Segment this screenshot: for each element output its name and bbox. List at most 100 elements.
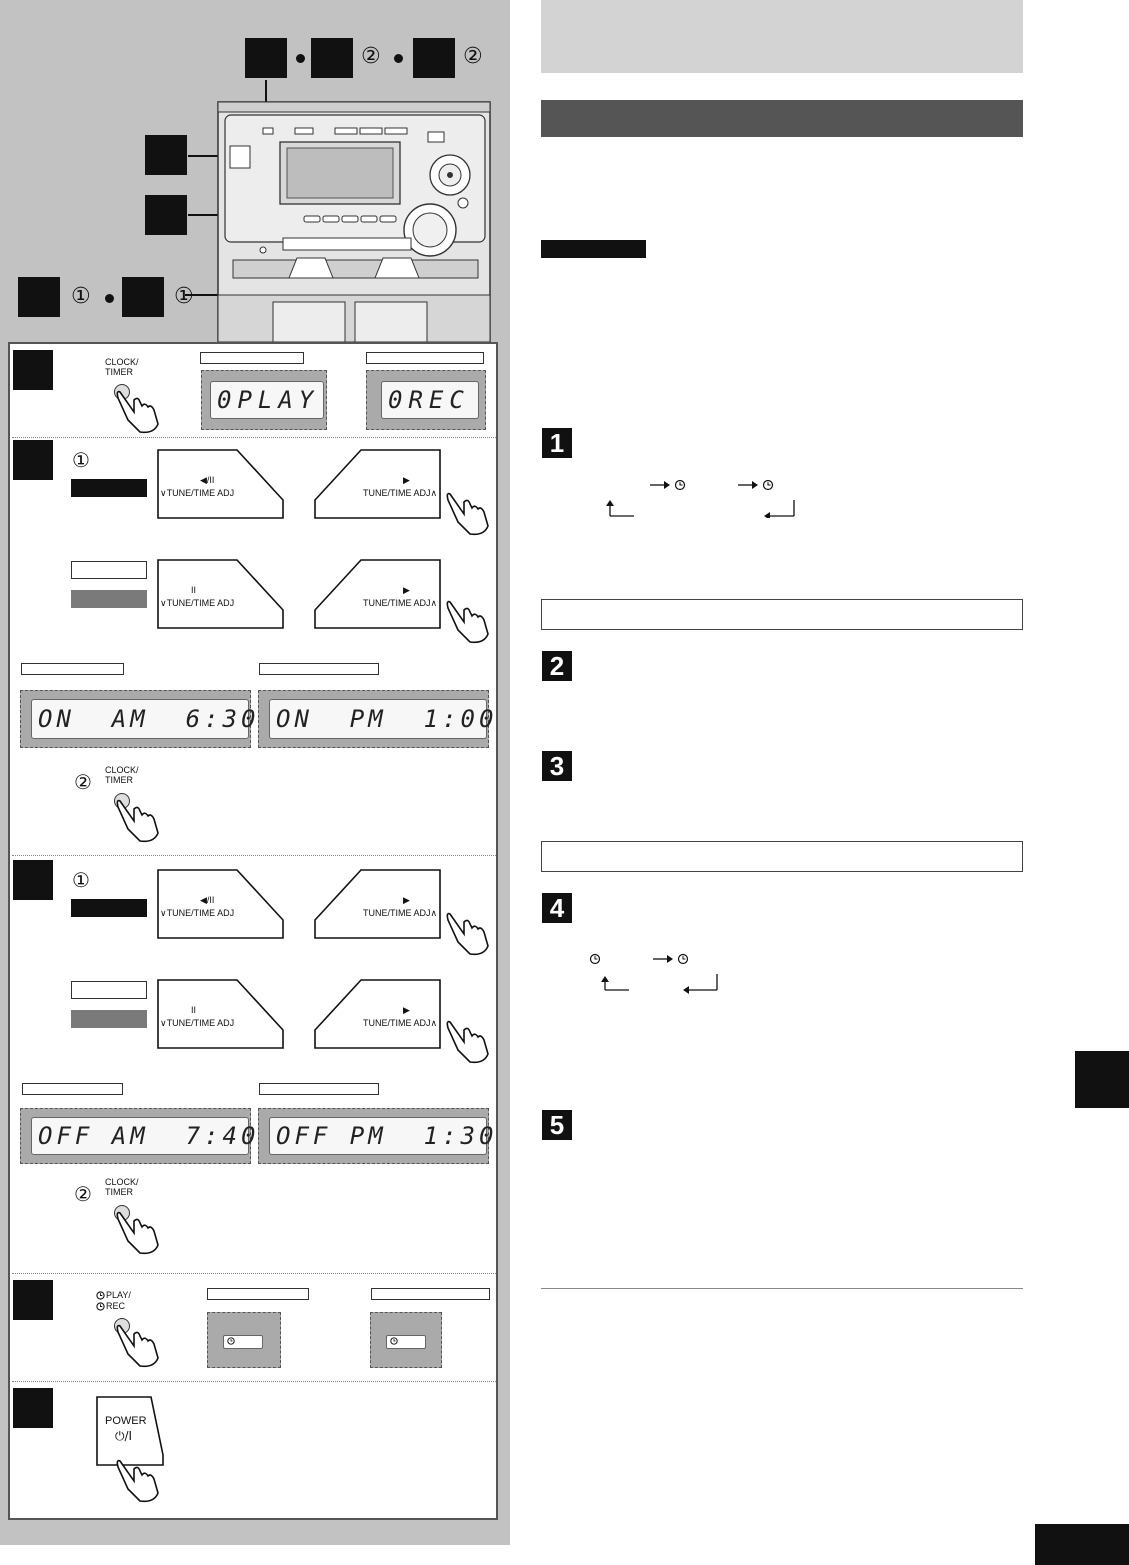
circled-one-label: ① — [174, 284, 194, 309]
section-band — [541, 100, 1023, 137]
press-hand-icon — [116, 390, 159, 434]
press-hand-icon — [116, 1211, 159, 1255]
stereo-unit-illustration — [185, 80, 491, 342]
tune-up-key[interactable]: ▶ TUNE/TIME ADJ∧ — [313, 868, 443, 940]
bullet-dot — [105, 294, 114, 303]
key-label: TUNE/TIME ADJ∧ — [363, 598, 438, 608]
lcd-text: OFF PM 1:30 — [276, 1122, 498, 1150]
tune-up-key[interactable]: ▶ TUNE/TIME ADJ∧ — [313, 558, 443, 630]
tune-up-key[interactable]: ▶ TUNE/TIME ADJ∧ — [313, 448, 443, 520]
key-label: TUNE/TIME ADJ∧ — [363, 1018, 438, 1028]
tune-down-key[interactable]: ◀/II ∨TUNE/TIME ADJ — [155, 868, 285, 940]
mode-label-box — [200, 352, 304, 364]
lcd-screen: ON PM 1:00 — [269, 699, 493, 739]
tune-down-key[interactable]: ◀/II ∨TUNE/TIME ADJ — [155, 448, 285, 520]
display-label-box — [259, 1083, 379, 1095]
play-indicator-display — [207, 1312, 281, 1368]
clock-timer-label: CLOCK/ — [105, 1177, 139, 1187]
step-marker — [13, 1280, 53, 1320]
tune-down-key[interactable]: II ∨TUNE/TIME ADJ — [155, 558, 285, 630]
key-label: ∨TUNE/TIME ADJ — [160, 598, 235, 608]
press-hand-icon — [446, 492, 489, 536]
tune-up-key[interactable]: ▶ TUNE/TIME ADJ∧ — [313, 978, 443, 1050]
lcd-text: 0REC — [388, 386, 470, 414]
lcd-screen: 0PLAY — [210, 381, 324, 419]
display-label-box — [259, 663, 379, 675]
clock-icon — [96, 1291, 105, 1300]
key-symbol: ▶ — [403, 895, 410, 905]
play-rec-label: REC — [106, 1301, 126, 1311]
divider — [12, 855, 496, 856]
step-number: 1 — [542, 428, 572, 458]
lcd-screen: ON AM 6:30 — [31, 699, 255, 739]
mode-cycle-diagram — [589, 953, 718, 994]
step-marker — [13, 1388, 53, 1428]
mode-bar-white — [71, 561, 147, 579]
circled-two-label: ② — [74, 1182, 92, 1206]
key-label: ∨TUNE/TIME ADJ — [160, 908, 235, 918]
divider — [12, 1273, 496, 1274]
step-marker — [13, 860, 53, 900]
play-rec-label: PLAY/ — [106, 1290, 131, 1300]
callout-box-a — [245, 38, 287, 78]
on-pm-display: ON PM 1:00 — [258, 690, 493, 748]
lcd-text: 0PLAY — [217, 386, 320, 414]
off-pm-display: OFF PM 1:30 — [258, 1108, 493, 1164]
press-hand-icon — [446, 1020, 489, 1064]
lcd-screen: OFF AM 7:40 — [31, 1117, 255, 1155]
key-symbol: ▶ — [403, 1005, 410, 1015]
power-label: POWER — [105, 1415, 147, 1427]
step-number: 2 — [542, 651, 572, 681]
bullet-dot — [394, 54, 403, 63]
divider — [12, 437, 496, 438]
key-symbol: ◀/II — [200, 895, 215, 905]
clock-icon — [227, 1337, 235, 1345]
on-am-display: ON AM 6:30 — [20, 690, 255, 748]
circled-two-label: ② — [74, 770, 92, 794]
press-hand-icon — [116, 799, 159, 843]
step-number: 3 — [542, 751, 572, 781]
circled-two-label: ② — [361, 44, 381, 69]
power-symbol: ⏻/I — [115, 1429, 133, 1443]
lcd-screen: 0REC — [381, 381, 479, 419]
mode-label-box — [207, 1288, 309, 1300]
tune-down-key[interactable]: II ∨TUNE/TIME ADJ — [155, 978, 285, 1050]
display-label-box — [21, 663, 124, 675]
key-label: TUNE/TIME ADJ∧ — [363, 488, 438, 498]
mode-label-box — [371, 1288, 490, 1300]
key-label: ∨TUNE/TIME ADJ — [160, 1018, 235, 1028]
callout-box-g — [122, 277, 164, 317]
info-box — [541, 841, 1023, 872]
lcd-text: ON AM 6:30 — [38, 705, 260, 733]
footer-rule — [541, 1288, 1023, 1289]
display-label-box — [22, 1083, 123, 1095]
power-button[interactable]: POWER ⏻/I — [95, 1395, 165, 1467]
press-hand-icon — [446, 912, 489, 956]
lcd-text: OFF AM 7:40 — [38, 1122, 260, 1150]
mode-bar-grey — [71, 1010, 147, 1028]
lcd-screen: OFF PM 1:30 — [269, 1117, 493, 1155]
press-hand-icon — [116, 1459, 159, 1503]
clock-timer-label: TIMER — [105, 367, 133, 377]
circled-one-label: ① — [72, 868, 90, 892]
step-number: 4 — [542, 893, 572, 923]
key-symbol: ◀/II — [200, 475, 215, 485]
mode-bar-white — [71, 981, 147, 999]
mode-bar-black — [71, 479, 147, 497]
callout-box-d — [145, 135, 187, 175]
step-number: 5 — [542, 1110, 572, 1140]
mode-bar-grey — [71, 590, 147, 608]
step-marker — [13, 440, 53, 480]
key-symbol: II — [191, 1005, 197, 1015]
note-tag — [541, 240, 646, 258]
key-label: TUNE/TIME ADJ∧ — [363, 908, 438, 918]
clock-timer-label: TIMER — [105, 775, 133, 785]
clock-timer-label: CLOCK/ — [105, 765, 139, 775]
lcd-text: ON PM 1:00 — [276, 705, 498, 733]
circled-one-label: ① — [72, 448, 90, 472]
info-box — [541, 599, 1023, 630]
bullet-dot — [296, 54, 305, 63]
circled-one-label: ① — [71, 284, 91, 309]
press-hand-icon — [116, 1324, 159, 1368]
clock-timer-label: CLOCK/ — [105, 357, 139, 367]
